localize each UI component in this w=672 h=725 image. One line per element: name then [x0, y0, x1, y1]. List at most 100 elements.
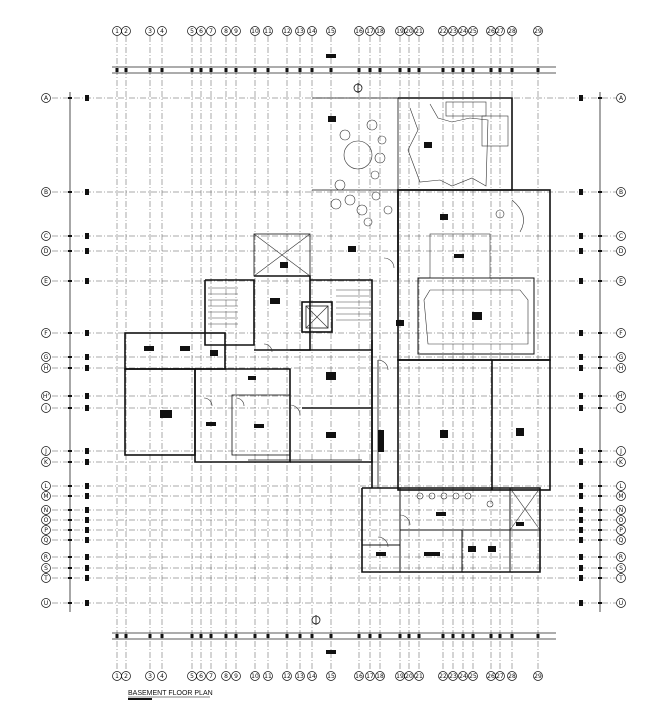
column-bubble: 16	[354, 671, 364, 681]
dimension-tick	[199, 68, 203, 72]
dimension-tick	[298, 68, 302, 72]
svg-text:J: J	[44, 448, 47, 455]
svg-text:22: 22	[439, 673, 447, 680]
svg-text:6: 6	[199, 673, 203, 680]
column-bubble: 28	[507, 671, 517, 681]
column-bubble: 7	[206, 26, 216, 36]
svg-text:2: 2	[124, 673, 128, 680]
column-marker	[85, 600, 89, 606]
column-marker	[579, 459, 583, 465]
column-marker	[579, 517, 583, 523]
column-bubble: 14	[307, 26, 317, 36]
row-bubble: O	[616, 515, 626, 525]
svg-text:S: S	[619, 565, 623, 572]
svg-text:26: 26	[487, 673, 495, 680]
dimension-tick	[68, 395, 72, 397]
dimension-tick	[598, 529, 602, 531]
dimension-tick	[253, 68, 257, 72]
row-bubble: A	[41, 93, 51, 103]
column-bubble: 8	[221, 26, 231, 36]
dimension-tick	[68, 250, 72, 252]
dimension-tick	[598, 332, 602, 334]
svg-text:I: I	[45, 405, 47, 412]
column-marker	[579, 365, 583, 371]
column-bubble: 21	[414, 671, 424, 681]
dimension-tick	[68, 519, 72, 521]
svg-text:27: 27	[496, 673, 504, 680]
row-bubble: R	[616, 552, 626, 562]
dimension-tick	[598, 235, 602, 237]
svg-text:J: J	[619, 448, 622, 455]
svg-text:S: S	[44, 565, 48, 572]
row-bubble: H'	[616, 391, 626, 401]
column-marker	[579, 248, 583, 254]
dimension-tick	[190, 634, 194, 638]
column-bubble: 16	[354, 26, 364, 36]
svg-text:8: 8	[224, 673, 228, 680]
svg-text:7: 7	[209, 28, 213, 35]
column-bubble: 18	[375, 26, 385, 36]
svg-text:7: 7	[209, 673, 213, 680]
column-bubble: 13	[295, 26, 305, 36]
column-marker	[85, 393, 89, 399]
svg-text:C: C	[619, 233, 623, 240]
column-bubble: 22	[438, 671, 448, 681]
svg-text:19: 19	[396, 673, 404, 680]
row-bubble: K	[616, 457, 626, 467]
svg-text:20: 20	[405, 28, 413, 35]
svg-text:23: 23	[449, 673, 457, 680]
dimension-tick	[498, 68, 502, 72]
dimension-tick	[441, 634, 445, 638]
column-marker	[85, 493, 89, 499]
row-bubble: H	[616, 363, 626, 373]
svg-text:K: K	[44, 459, 49, 466]
dimension-tick	[510, 634, 514, 638]
column-marker	[579, 493, 583, 499]
dimension-tick	[510, 68, 514, 72]
column-bubble: 18	[375, 671, 385, 681]
svg-text:11: 11	[264, 673, 272, 680]
dimension-tick	[489, 634, 493, 638]
column-bubble: 29	[533, 671, 543, 681]
row-bubble: E	[616, 276, 626, 286]
svg-text:15: 15	[327, 673, 335, 680]
column-marker	[579, 189, 583, 195]
svg-text:F: F	[619, 330, 623, 337]
column-bubble: 23	[448, 671, 458, 681]
column-bubble: 3	[145, 671, 155, 681]
row-bubble: J	[616, 446, 626, 456]
dimension-tick	[68, 567, 72, 569]
dimension-tick	[68, 529, 72, 531]
column-bubble: 22	[438, 26, 448, 36]
svg-text:21: 21	[415, 673, 423, 680]
dimension-tick	[124, 634, 128, 638]
dimension-tick	[598, 539, 602, 541]
row-bubble: H'	[41, 391, 51, 401]
svg-text:U: U	[619, 600, 623, 607]
dimension-tick	[68, 191, 72, 193]
svg-text:A: A	[619, 95, 624, 102]
svg-text:H': H'	[43, 393, 50, 400]
row-bubble: H	[41, 363, 51, 373]
column-bubble: 1	[112, 26, 122, 36]
column-bubble: 2	[121, 671, 131, 681]
column-marker	[85, 537, 89, 543]
dimension-tick	[224, 68, 228, 72]
dimension-tick	[417, 68, 421, 72]
column-marker	[579, 95, 583, 101]
drawing-title: BASEMENT FLOOR PLAN	[128, 690, 213, 697]
column-marker	[579, 527, 583, 533]
column-bubble: 1	[112, 671, 122, 681]
svg-text:O: O	[619, 517, 624, 524]
dimension-tick	[68, 356, 72, 358]
svg-text:L: L	[44, 483, 48, 490]
row-bubble: I	[41, 403, 51, 413]
svg-text:D: D	[44, 248, 49, 255]
dimension-tick	[368, 634, 372, 638]
dimension-tick	[190, 68, 194, 72]
svg-text:12: 12	[283, 673, 291, 680]
row-bubble: M	[616, 491, 626, 501]
row-bubble: U	[616, 598, 626, 608]
